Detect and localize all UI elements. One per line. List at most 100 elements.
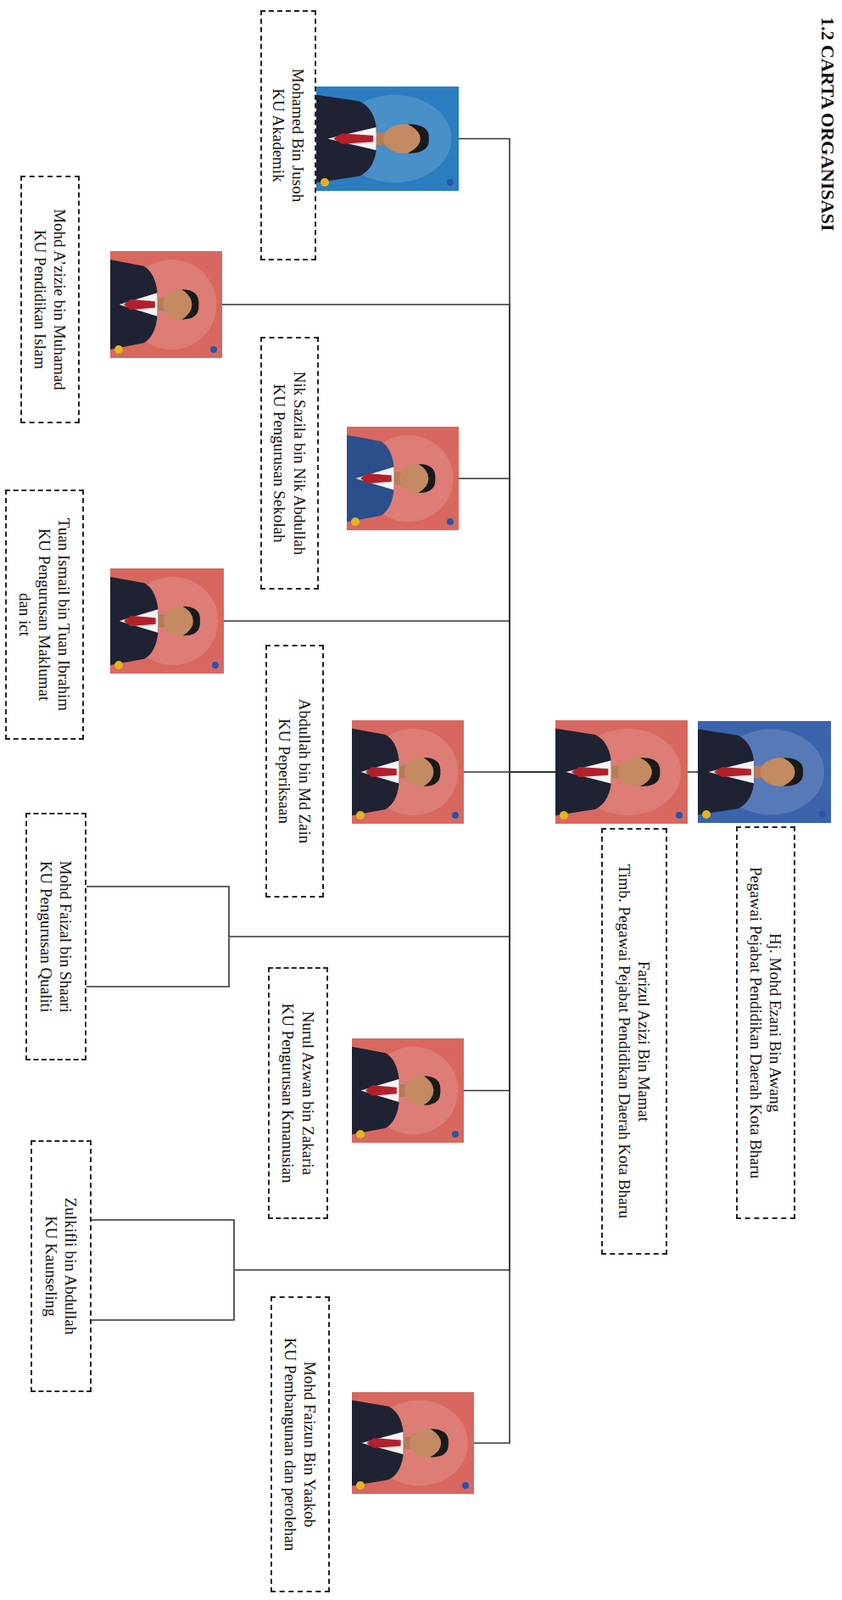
person-name: Nik Sazila bin Nik Abdullah xyxy=(289,371,310,555)
suit xyxy=(555,728,612,815)
suit xyxy=(316,94,377,183)
emblem xyxy=(446,178,454,186)
shirt xyxy=(327,127,376,151)
emblem xyxy=(210,345,218,353)
name-label: Farizul Azizi Bin MamatTimb. Pegawai Pej… xyxy=(601,827,668,1255)
name-label: Mohamed Bin JusohKU Akademik xyxy=(260,10,317,261)
person-name: Tuan Ismail bin Tuan Ibrahim xyxy=(54,518,74,711)
emblem xyxy=(351,517,360,526)
photo-background xyxy=(351,719,464,824)
name-label: Nik Sazila bin Nik AbdullahKU Pengurusan… xyxy=(260,336,319,590)
hair xyxy=(782,757,803,787)
tie xyxy=(713,766,752,777)
emblem xyxy=(114,660,123,670)
org-member: Mohd A’zizie bin MuhamadKU Pendidikan Is… xyxy=(20,175,223,424)
org-connector xyxy=(458,139,556,773)
suit xyxy=(351,1046,399,1134)
position-title: KU Pengurusan Sekolah xyxy=(269,384,290,543)
emblem xyxy=(451,1130,459,1138)
photo-background xyxy=(110,250,223,358)
position-title: KU Pembangunan dan perolehan xyxy=(280,1337,301,1551)
photo-background xyxy=(351,1391,474,1494)
position-title: Pegawai Pejabat Pendidikan Daerah Kota B… xyxy=(746,866,766,1179)
photo-background xyxy=(110,568,224,674)
portrait-photo xyxy=(351,719,464,824)
org-member: Zulkifli bin AbdullahKU Kaunseling xyxy=(30,1139,235,1392)
suit xyxy=(110,259,157,350)
photo-background xyxy=(346,426,459,530)
name-label: Mohd Faizun Bin YaakobKU Pembangunan dan… xyxy=(270,1295,330,1592)
hair xyxy=(407,123,430,153)
suit xyxy=(110,576,158,665)
person-name: Abdullah bin Md Zain xyxy=(295,698,315,843)
emblem xyxy=(819,810,826,818)
portrait-photo xyxy=(110,250,223,358)
shirt xyxy=(708,760,754,783)
emblem xyxy=(211,661,219,669)
org-member: Hj. Mohd Ezani Bin AwangPegawai Pejabat … xyxy=(697,720,831,1219)
org-connector xyxy=(687,770,698,773)
shirt xyxy=(356,467,395,491)
suit xyxy=(351,728,399,815)
emblem xyxy=(356,1480,365,1489)
org-member: Nik Sazila bin Nik AbdullahKU Pengurusan… xyxy=(260,336,459,590)
org-member: Mohd Faizal bin ShaariKU Pengurusan Qual… xyxy=(25,812,230,1060)
org-member: Farizul Azizi Bin MamatTimb. Pegawai Pej… xyxy=(555,719,688,1255)
emblem xyxy=(356,810,365,820)
hair xyxy=(181,289,199,319)
hair xyxy=(423,757,441,787)
chart-title: 1.2 CARTA ORGANISASI xyxy=(816,16,839,231)
portrait-photo xyxy=(555,719,688,824)
hair xyxy=(429,1427,449,1457)
portrait-photo xyxy=(697,720,831,823)
person-name: Mohd A’zizie bin Muhamad xyxy=(50,208,70,391)
frame-outline xyxy=(86,886,229,987)
empty-photo-frame xyxy=(91,1218,235,1321)
shirt xyxy=(361,760,400,784)
photo-background xyxy=(555,719,688,824)
emblem xyxy=(451,811,459,819)
empty-photo-frame xyxy=(86,885,230,987)
tie xyxy=(333,133,374,144)
name-label: Hj. Mohd Ezani Bin AwangPegawai Pejabat … xyxy=(736,825,796,1219)
org-connector xyxy=(458,478,556,772)
portrait-photo xyxy=(316,86,459,191)
org-member: Abdullah bin Md ZainKU Peperiksaan xyxy=(265,644,464,898)
emblem xyxy=(114,345,123,354)
tie xyxy=(365,766,397,777)
emblem xyxy=(559,810,569,820)
tie xyxy=(360,473,392,484)
org-member: Mohd Faizun Bin YaakobKU Pembangunan dan… xyxy=(270,1295,474,1592)
emblem xyxy=(320,178,329,187)
name-label: Tuan Ismail bin Tuan IbrahimKU Pengurusa… xyxy=(5,489,84,740)
position-title: KU Pendidikan Islam xyxy=(30,229,51,370)
tie xyxy=(365,1084,397,1095)
position-title: KU Pengurusan Maklumat dan ict xyxy=(15,523,55,706)
person-name: Mohamed Bin Jusoh xyxy=(288,68,308,202)
emblem xyxy=(702,809,711,819)
name-label: Zulkifli bin AbdullahKU Kaunseling xyxy=(30,1139,92,1392)
name-label: Abdullah bin Md ZainKU Peperiksaan xyxy=(265,644,324,898)
shirt xyxy=(119,292,158,317)
shirt xyxy=(119,608,159,632)
portrait-photo xyxy=(351,1037,464,1143)
position-title: KU Peperiksaan xyxy=(274,718,295,824)
name-label: Nurul Azwan bin ZakariaKU Pengurusan Kma… xyxy=(267,966,329,1219)
hair xyxy=(183,606,201,636)
suit xyxy=(697,729,754,815)
tie xyxy=(366,1437,401,1448)
shirt xyxy=(362,1431,404,1454)
position-title: KU Kaunseling xyxy=(41,1215,62,1316)
emblem xyxy=(675,811,683,819)
portrait-photo xyxy=(110,568,224,674)
position-title: KU Pengurusan Kmanusian xyxy=(278,1002,298,1183)
hair xyxy=(640,757,660,787)
suit xyxy=(346,434,394,522)
tie xyxy=(123,299,156,311)
hair xyxy=(418,463,435,493)
tie xyxy=(571,766,609,777)
photo-background xyxy=(351,1037,464,1143)
